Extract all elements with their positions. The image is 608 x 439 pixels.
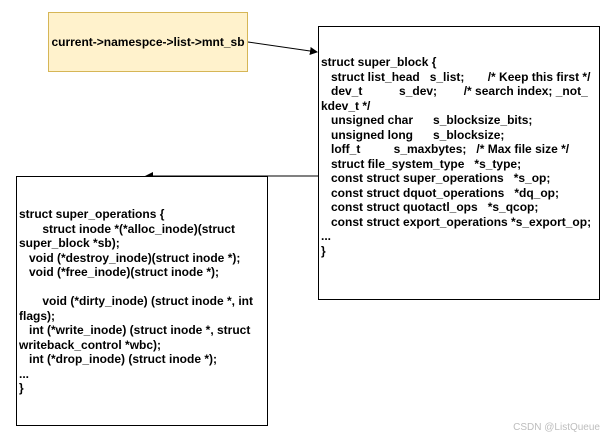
super-block-line: const struct super_operations *s_op; — [321, 171, 551, 185]
super-block-struct-node: struct super_block { struct list_head s_… — [318, 26, 600, 300]
super-operations-line: struct inode *(*alloc_inode)(struct — [19, 221, 236, 236]
super-operations-line: int (*write_inode) (struct inode *, stru… — [19, 323, 251, 337]
super-block-line: unsigned char s_blocksize_bits; — [321, 113, 533, 127]
super-block-line: } — [321, 243, 326, 258]
super-block-line: ... — [321, 229, 332, 243]
super-operations-line — [19, 280, 263, 295]
super-operations-line: void (*dirty_inode) (struct inode *, int — [19, 294, 254, 308]
super-block-line: struct file_system_type *s_type; — [321, 156, 522, 171]
super-block-line: kdev_t */ — [321, 98, 371, 113]
super-block-line: dev_t s_dev; /* search index; _not_ — [321, 84, 588, 98]
super-block-line: struct super_block { — [321, 55, 437, 69]
super-operations-line: int (*drop_inode) (struct inode *); — [19, 352, 217, 366]
super-operations-struct-node: struct super_operations { struct inode *… — [16, 176, 268, 426]
super-block-line: const struct dquot_operations *dq_op; — [321, 185, 560, 200]
super-operations-line: flags); — [19, 308, 55, 323]
super-operations-line: struct super_operations { — [19, 207, 165, 221]
edge-mnt-sb-to-super-block — [247, 41, 318, 55]
super-operations-line: ... — [19, 366, 30, 381]
super-operations-line: writeback_control *wbc); — [19, 337, 162, 352]
super-block-line: unsigned long s_blocksize; — [321, 127, 505, 142]
watermark-text: CSDN @ListQueue — [513, 422, 600, 433]
super-block-line: const struct export_operations *s_export… — [321, 214, 592, 229]
super-block-line: struct list_head s_list; /* Keep this fi… — [321, 69, 591, 84]
super-operations-line: void (*free_inode)(struct inode *); — [19, 265, 220, 279]
super-block-line: const struct quotactl_ops *s_qcop; — [321, 200, 539, 214]
super-operations-line: void (*destroy_inode)(struct inode *); — [19, 250, 241, 265]
super-operations-line: super_block *sb); — [19, 236, 120, 250]
super-block-line: loff_t s_maxbytes; /* Max file size */ — [321, 142, 570, 156]
mnt-sb-node: current->namespce->list->mnt_sb — [48, 12, 248, 72]
super-operations-line: } — [19, 381, 24, 395]
mnt-sb-label: current->namespce->list->mnt_sb — [51, 34, 245, 49]
